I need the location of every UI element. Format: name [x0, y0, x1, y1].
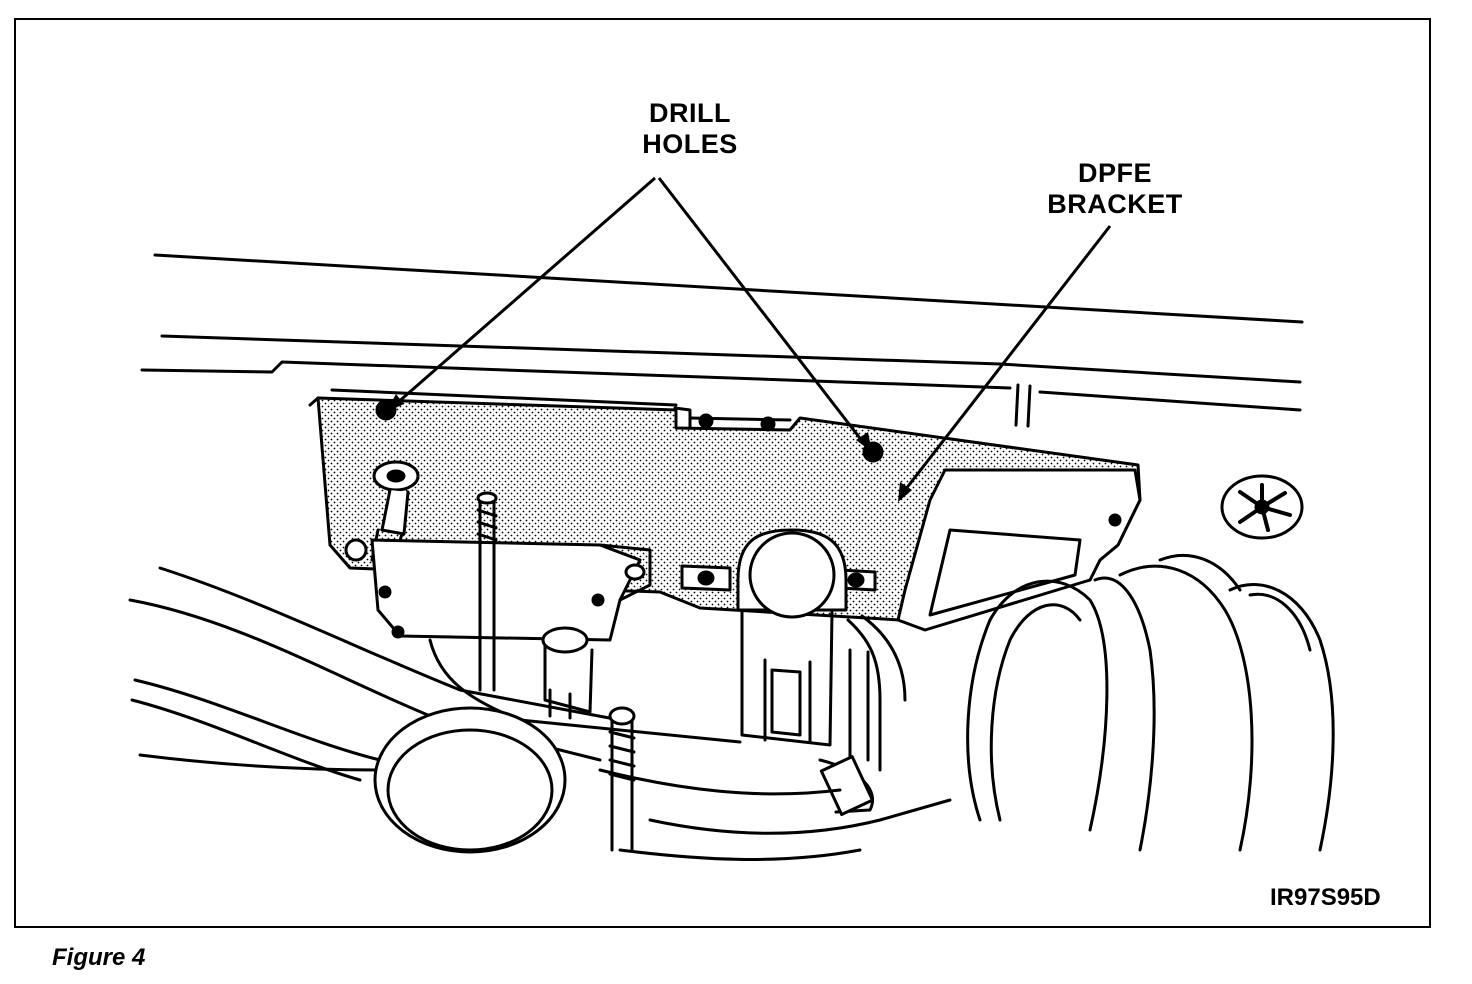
bracket-housing	[896, 468, 1142, 632]
air-intake-duct	[966, 553, 1335, 852]
dpfe-bracket-callout: DPFE BRACKET	[1025, 158, 1205, 220]
drawing-code: IR97S95D	[1270, 884, 1381, 911]
module-housing	[370, 538, 642, 642]
callout-line: BRACKET	[1047, 189, 1183, 219]
leader-dpfe	[900, 225, 1112, 495]
cowl-top-line	[153, 253, 1304, 324]
callout-line: HOLES	[642, 129, 738, 159]
threaded-stud	[478, 498, 496, 692]
leader-drill-right	[657, 177, 868, 447]
cowl-panel-line	[160, 334, 1302, 384]
drill-holes-callout: DRILL HOLES	[590, 98, 790, 160]
reservoir-cap	[373, 706, 567, 854]
leader-drill-left	[395, 176, 656, 406]
callout-line: DPFE	[1077, 158, 1152, 188]
figure-caption: Figure 4	[52, 944, 146, 971]
callout-line: DRILL	[649, 98, 731, 128]
cowl-lower-line	[140, 360, 1012, 390]
fender-edge	[1038, 390, 1302, 412]
